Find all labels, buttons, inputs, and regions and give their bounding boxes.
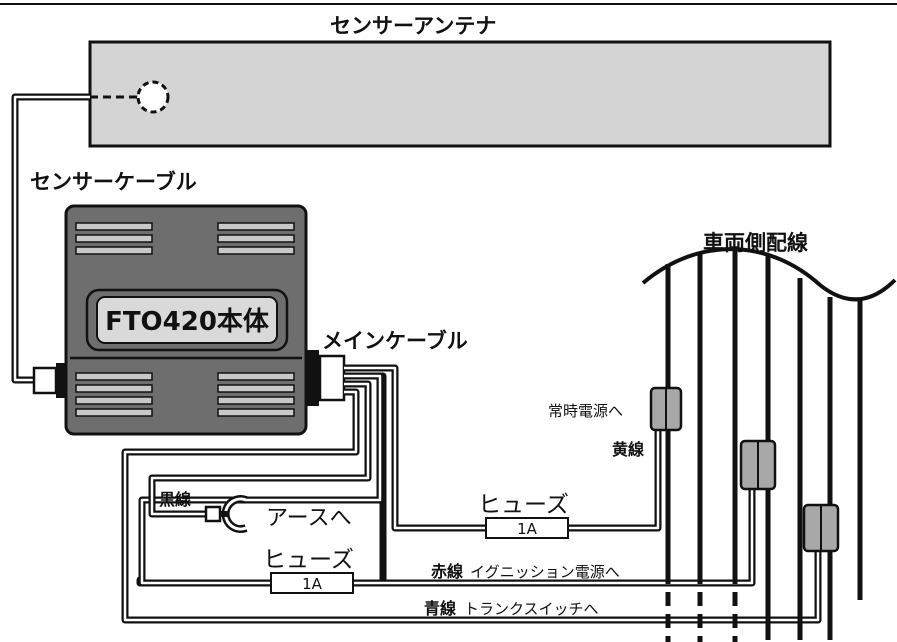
- label-plate: [96, 296, 278, 344]
- ground-terminal-icon: [204, 495, 248, 533]
- sensor-antenna: [88, 40, 832, 148]
- lower-vents: [75, 372, 295, 417]
- splice-connector-icon: [649, 386, 683, 432]
- antenna-port: [136, 80, 170, 114]
- sensor-cable-socket: [56, 363, 66, 398]
- trunk-switch-label: トランクスイッチへ: [464, 600, 599, 618]
- splice-connector-icon: [802, 503, 840, 553]
- sensor-antenna-label: センサーアンテナ: [330, 14, 496, 38]
- constant-power-label: 常時電源へ: [548, 402, 623, 420]
- fuse-upper-label: ヒューズ: [478, 492, 569, 518]
- antenna-body: [88, 40, 832, 148]
- fuse-upper: 1A: [485, 517, 569, 539]
- sensor-cable-label: センサーケーブル: [30, 170, 197, 194]
- fuse-lower: 1A: [270, 572, 354, 594]
- main-unit: FTO420本体: [64, 204, 308, 436]
- main-cable-plug: [318, 354, 346, 402]
- yellow-line-label: 黄線: [612, 440, 644, 459]
- ignition-label: イグニッション電源へ: [470, 563, 620, 581]
- main-unit-label: FTO420本体: [105, 307, 270, 337]
- sensor-cable-plug: [32, 366, 58, 395]
- splice-connector-icon: [739, 439, 777, 491]
- fuse-upper-rating: 1A: [517, 520, 538, 538]
- vehicle-wiring-label: 車両側配線: [703, 231, 808, 255]
- vehicle-harness: [641, 247, 897, 642]
- black-line-label: 黒線: [159, 490, 191, 509]
- main-cable-socket: [307, 350, 319, 406]
- harness-top-curve: [641, 247, 897, 302]
- ground-label: アースへ: [266, 506, 352, 531]
- main-cable-label: メインケーブル: [322, 329, 468, 353]
- red-line-label: 赤線: [431, 562, 463, 581]
- fuse-lower-rating: 1A: [302, 575, 323, 593]
- blue-line-label: 青線: [424, 599, 456, 618]
- upper-vents: [75, 222, 295, 255]
- fuse-lower-label: ヒューズ: [263, 547, 354, 573]
